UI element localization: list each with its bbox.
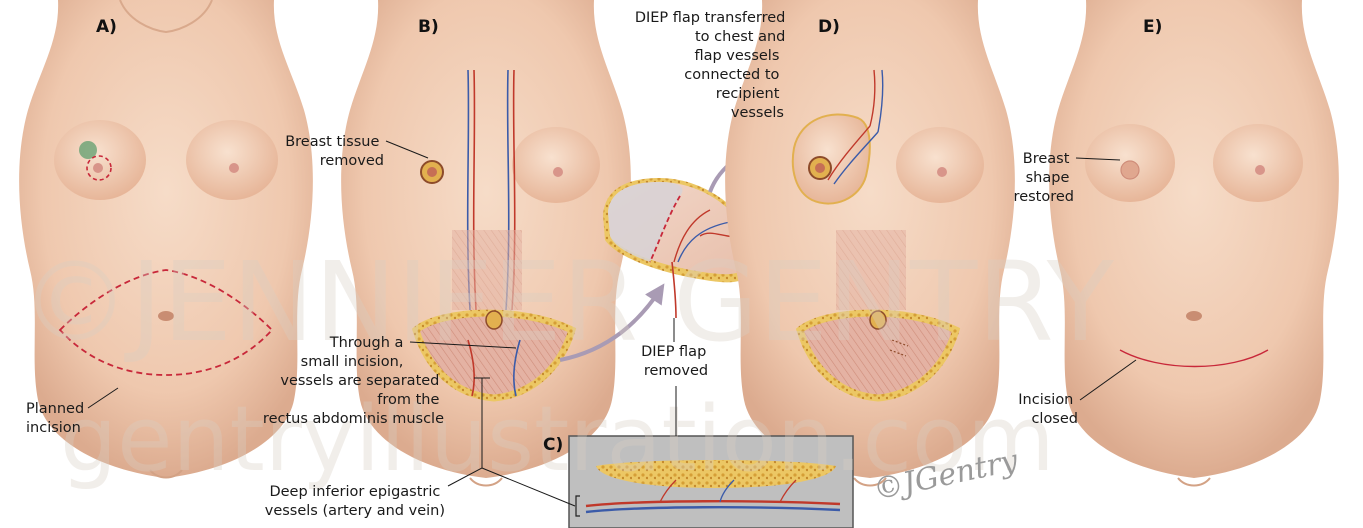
panel-letter-c: C)	[543, 435, 563, 455]
panel-letter-b: B)	[418, 17, 439, 37]
breast-left-e	[1213, 124, 1303, 202]
label-breast-shape-restored: Breast shape restored	[1014, 151, 1074, 205]
panel-letter-d: D)	[818, 17, 840, 37]
breast-right-a	[54, 120, 146, 200]
panel-letter-a: A)	[96, 17, 117, 37]
label-deep-vessels: Deep inferior epigastric vessels (artery…	[265, 484, 445, 519]
reconstructed-breast-d	[793, 115, 870, 204]
breast-left-d	[896, 127, 984, 203]
breast-left-b	[512, 127, 600, 203]
panel-letter-e: E)	[1143, 17, 1162, 37]
breast-left-a	[186, 120, 278, 200]
watermark-line-1: ©JENNIFER GENTRY	[20, 238, 1115, 366]
